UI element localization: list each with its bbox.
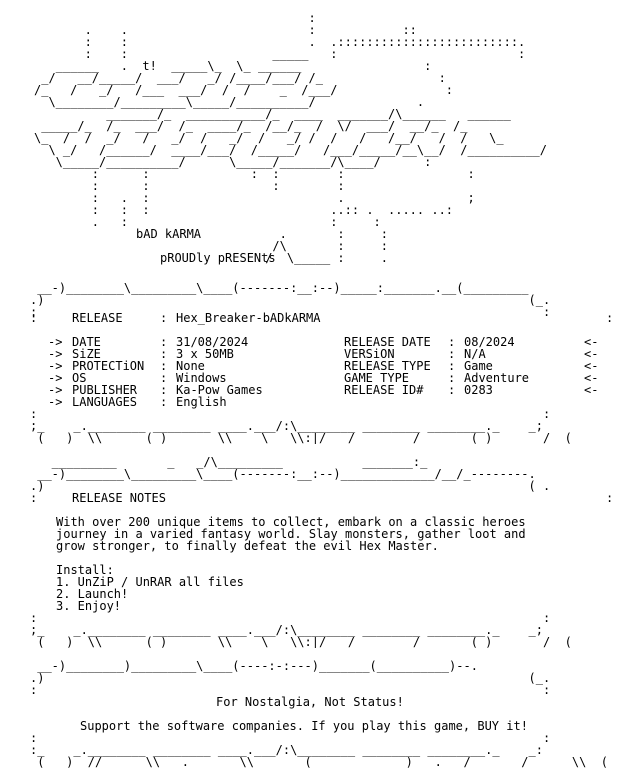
row-label: OS bbox=[72, 371, 87, 385]
row-arrow: <- bbox=[584, 335, 599, 349]
row-sep: : bbox=[160, 395, 168, 409]
footer-line1: For Nostalgia, Not Status! bbox=[216, 695, 404, 709]
ascii-logo-art: : . . : :: : : . .::::::::::::::::::::::… bbox=[34, 11, 547, 265]
group-name: bAD kARMA bbox=[136, 227, 202, 241]
notes-paragraph-line: journey in a varied fantasy world. Slay … bbox=[56, 527, 526, 541]
install-step: 1. UnZiP / UnRAR all files bbox=[56, 575, 244, 589]
notes-section-title: RELEASE NOTES bbox=[72, 491, 166, 505]
notes-right-edge: : bbox=[606, 491, 614, 505]
release-box-left-edge: : bbox=[30, 311, 38, 325]
row-arrow: -> bbox=[48, 383, 63, 397]
release-box-top-border: __-)________\_________\____(-------:__:-… bbox=[30, 282, 551, 318]
release-section-title: RELEASE bbox=[72, 311, 123, 325]
row-label: SiZE bbox=[72, 347, 101, 361]
row-value: Ka-Pow Games bbox=[176, 383, 263, 397]
install-title: Install: bbox=[56, 563, 114, 577]
row-arrow: -> bbox=[48, 335, 63, 349]
row-label: PROTECTiON bbox=[72, 359, 145, 373]
row-sep: : bbox=[160, 371, 168, 385]
notes-paragraph-line: With over 200 unique items to collect, e… bbox=[56, 515, 526, 529]
release-box-right-edge: : bbox=[606, 311, 614, 325]
footer-box-top-border: __-)________)_________\____(----:-:---)_… bbox=[30, 660, 551, 696]
notes-paragraph-line: grow stronger, to finally defeat the evi… bbox=[56, 539, 439, 553]
row-arrow: <- bbox=[584, 359, 599, 373]
row-value: N/A bbox=[464, 347, 486, 361]
release-box-bottom-border: : : ;_ _.________ ________ ____.___/:\__… bbox=[30, 408, 572, 444]
row-value: English bbox=[176, 395, 227, 409]
row-sep: : bbox=[160, 359, 168, 373]
row-arrow: -> bbox=[48, 359, 63, 373]
row-arrow: -> bbox=[48, 371, 63, 385]
row-sep: : bbox=[160, 383, 168, 397]
row-sep: : bbox=[448, 383, 456, 397]
row-value: Game bbox=[464, 359, 493, 373]
row-arrow: <- bbox=[584, 383, 599, 397]
row-value: 3 x 50MB bbox=[176, 347, 234, 361]
footer-line2: Support the software companies. If you p… bbox=[80, 719, 528, 733]
row-arrow: -> bbox=[48, 395, 63, 409]
notes-box-bottom-border: : : ;_ _.________ ________ ____.___/:\__… bbox=[30, 612, 572, 648]
footer-box-bottom-border: : : :_ _.________ ________ ____.___/:\__… bbox=[30, 732, 608, 768]
row-sep: : bbox=[448, 347, 456, 361]
logo-tag: t! bbox=[142, 59, 157, 73]
row-sep: : bbox=[448, 371, 456, 385]
row-value: Windows bbox=[176, 371, 227, 385]
release-name-sep: : bbox=[160, 311, 168, 325]
row-value: 31/08/2024 bbox=[176, 335, 249, 349]
row-label: PUBLISHER bbox=[72, 383, 138, 397]
row-label: DATE bbox=[72, 335, 101, 349]
row-label: RELEASE DATE bbox=[344, 335, 431, 349]
row-sep: : bbox=[448, 359, 456, 373]
row-value: 0283 bbox=[464, 383, 493, 397]
row-sep: : bbox=[160, 347, 168, 361]
row-value: Adventure bbox=[464, 371, 530, 385]
install-step: 2. Launch! bbox=[56, 587, 129, 601]
presents-line: pROUDly pRESENts bbox=[160, 251, 276, 265]
row-value: None bbox=[176, 359, 205, 373]
row-label: RELEASE TYPE bbox=[344, 359, 431, 373]
release-name: Hex_Breaker-bADkARMA bbox=[176, 311, 321, 325]
row-sep: : bbox=[448, 335, 456, 349]
row-label: RELEASE ID# bbox=[344, 383, 424, 397]
notes-box-top-border: _________ _ _/\_________ _______:_ __-)_… bbox=[30, 456, 551, 492]
notes-left-edge: : bbox=[30, 491, 38, 505]
row-arrow: -> bbox=[48, 347, 63, 361]
row-label: LANGUAGES bbox=[72, 395, 138, 409]
row-label: VERSiON bbox=[344, 347, 395, 361]
row-label: GAME TYPE bbox=[344, 371, 410, 385]
row-value: 08/2024 bbox=[464, 335, 515, 349]
row-arrow: <- bbox=[584, 371, 599, 385]
row-sep: : bbox=[160, 335, 168, 349]
row-arrow: <- bbox=[584, 347, 599, 361]
install-step: 3. Enjoy! bbox=[56, 599, 122, 613]
